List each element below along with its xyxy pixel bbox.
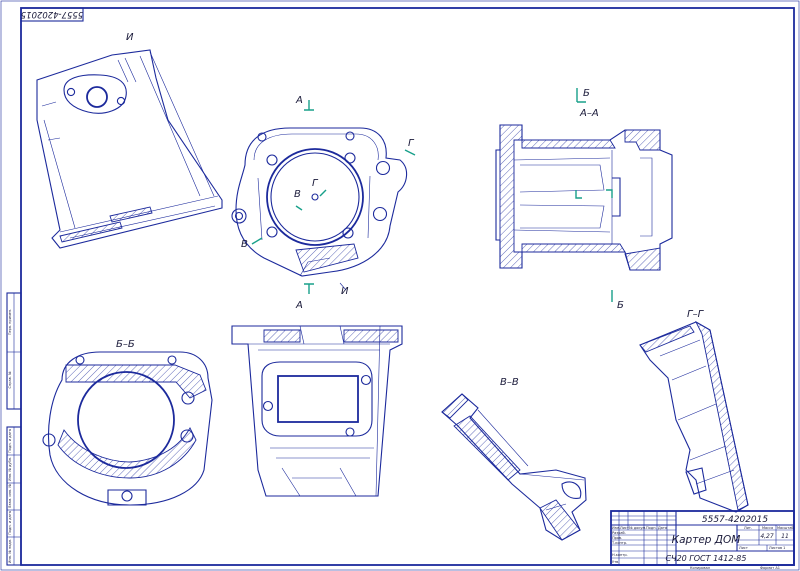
inner-frame <box>20 7 795 566</box>
left-strip: Перв. примен. Справ. № Подп. и дата Инв.… <box>6 292 22 566</box>
scale-value: 11 <box>781 533 789 540</box>
tb-role-1: Пров. <box>612 536 622 540</box>
strip-label-4: Взам. инв. № <box>8 484 12 508</box>
col-sheets: Листов 1 <box>769 546 785 550</box>
marker-B-bottom: Б <box>617 300 624 311</box>
marker-G-top: Г <box>408 138 415 149</box>
view-VV-label: В–В <box>500 377 519 388</box>
mass-value: 4,27 <box>760 533 774 540</box>
view-AA-label: А–А <box>579 108 599 119</box>
tb-row-date: Дата <box>658 526 667 530</box>
rotated-doc-code: 5557-4202015 <box>21 9 84 19</box>
marker-I: И <box>341 286 349 297</box>
marker-B-top: Б <box>583 88 590 99</box>
tb-row-sign: Подп. <box>646 526 657 530</box>
footer-copied: Копировал <box>690 566 710 570</box>
col-lit: Лит. <box>744 526 752 530</box>
strip-label-3: Инв. № дубл. <box>8 457 12 481</box>
part-title: Картер ДОМ <box>672 534 741 546</box>
view-front: А А Г В В Г И <box>231 95 416 311</box>
tb-row-izm: Изм. <box>612 526 620 530</box>
col-sheet: Лист <box>739 546 748 550</box>
view-BB-label: Б–Б <box>116 339 135 350</box>
tb-row-doc: № докум. <box>629 526 646 530</box>
strip-label-2: Подп. и дата <box>8 429 12 453</box>
marker-G-center: Г <box>312 178 319 189</box>
strip-label-1: Справ. № <box>8 371 12 388</box>
view-GG-label: Г–Г <box>687 309 705 320</box>
view-side <box>231 325 403 497</box>
marker-V-left: В <box>241 239 248 250</box>
title-block: Изм. Лист № докум. Подп. Дата Разраб. Пр… <box>610 510 795 570</box>
tb-role-2: Т.контр. <box>611 541 627 545</box>
tb-row-list: Лист <box>620 526 629 530</box>
view-VV: В–В <box>441 377 587 541</box>
col-mass: Масса <box>762 526 773 530</box>
marker-V-center: В <box>294 189 301 200</box>
tb-role-4: Утв. <box>612 560 619 564</box>
rotated-code-box: 5557-4202015 <box>20 7 84 22</box>
view-AA: Б А–А Б <box>495 88 673 311</box>
tb-role-3: Н.контр. <box>612 553 628 557</box>
tb-role-0: Разраб. <box>612 531 626 535</box>
view-BB: Б–Б <box>42 339 213 506</box>
view-I-label: И <box>126 32 134 43</box>
strip-label-6: Инв. № подл. <box>8 539 12 563</box>
view-I: И <box>36 32 223 249</box>
material: СЧ20 ГОСТ 1412-85 <box>666 554 747 563</box>
view-GG: Г–Г <box>639 309 749 513</box>
marker-A-bottom: А <box>295 300 303 311</box>
col-scale: Масштаб <box>777 526 794 530</box>
strip-label-0: Перв. примен. <box>8 309 12 335</box>
marker-A-top: А <box>295 95 303 106</box>
doc-code: 5557-4202015 <box>702 515 769 525</box>
strip-label-5: Подп. и дата <box>8 511 12 535</box>
footer-format: Формат A1 <box>760 566 780 570</box>
